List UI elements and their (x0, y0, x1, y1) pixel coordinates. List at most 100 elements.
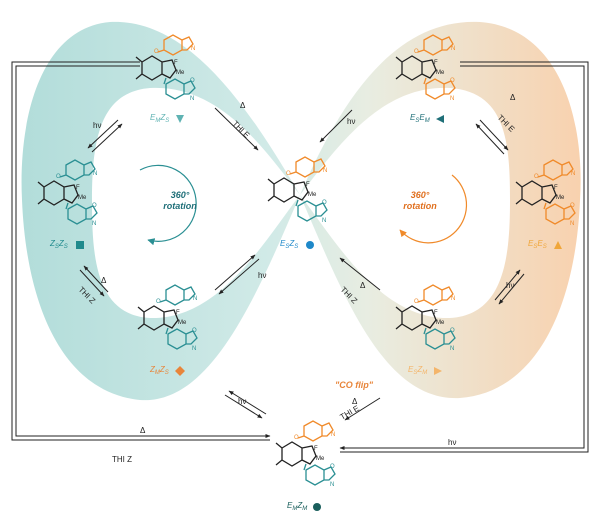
upper-oxindole (537, 159, 574, 181)
cond-hv-3: hν (258, 271, 266, 280)
atom-label: N (190, 96, 194, 102)
rotation-left-label: rotation (163, 201, 197, 211)
isomer-marker (436, 115, 444, 123)
conditions: hν Δ THI E hν Δ THI E Δ THI Z hν Δ THI Z… (77, 93, 517, 464)
atom-label: O (92, 203, 97, 209)
isomer-label: ESZM (408, 365, 427, 376)
isomer-label: ESEM (410, 113, 430, 124)
indane-core (137, 305, 179, 331)
figure-eight-band (21, 21, 581, 401)
indane-core (395, 305, 437, 331)
lower-oxindole (65, 202, 98, 225)
atom-label: O (156, 299, 161, 305)
atom-label: Me (316, 456, 325, 462)
indane-core (37, 180, 79, 206)
atom-label: F (434, 60, 438, 66)
atom-label: N (193, 296, 197, 302)
atom-label: Me (436, 320, 445, 326)
cond-delta-2: Δ (510, 93, 516, 102)
atom-label: O (414, 49, 419, 55)
atom-label: N (331, 432, 335, 438)
atom-label: F (434, 310, 438, 316)
cond-delta-5: Δ (352, 397, 358, 406)
atom-label: N (450, 346, 454, 352)
atom-label: N (451, 46, 455, 52)
lower-oxindole (423, 327, 456, 350)
lower-oxindole (543, 202, 576, 225)
cond-thi-e-3: THI E (339, 404, 361, 422)
atom-label: O (294, 435, 299, 441)
atom-label: F (76, 185, 80, 191)
cond-hv-2: hν (347, 117, 355, 126)
cond-delta-4: Δ (360, 281, 366, 290)
atom-label: N (450, 96, 454, 102)
isomer-marker (175, 366, 185, 376)
atom-label: F (174, 60, 178, 66)
atom-label: N (93, 171, 97, 177)
upper-oxindole (157, 34, 194, 56)
lower-oxindole (423, 77, 456, 100)
atom-label: O (450, 328, 455, 334)
lower-oxindole (295, 199, 328, 222)
indane-core (275, 441, 317, 467)
cond-thi-z-3: THI Z (112, 455, 132, 464)
atom-label: O (414, 299, 419, 305)
atom-label: N (571, 171, 575, 177)
atom-label: Me (176, 70, 185, 76)
cond-hv-4: hν (506, 281, 514, 290)
atom-label: Me (556, 195, 565, 201)
atom-label: N (330, 482, 334, 488)
isomer-label: ZMZS (149, 365, 169, 376)
isomer-label: ESZS (280, 239, 298, 250)
atom-label: O (534, 174, 539, 180)
atom-label: N (322, 218, 326, 224)
isomer-label: EMZM (287, 501, 307, 512)
cond-hv-5: hν (238, 397, 246, 406)
atom-label: F (306, 182, 310, 188)
co-flip-label: "CO flip" (335, 380, 374, 390)
atom-label: O (322, 200, 327, 206)
outer-frame (11, 61, 589, 453)
lower-oxindole (303, 463, 336, 486)
upper-oxindole (159, 284, 196, 306)
atom-label: O (450, 78, 455, 84)
atom-label: O (56, 174, 61, 180)
atom-label: N (191, 46, 195, 52)
cond-delta-1: Δ (240, 101, 246, 110)
cond-hv-1: hν (93, 121, 101, 130)
upper-oxindole (417, 34, 454, 56)
indane-core (395, 55, 437, 81)
atom-label: N (323, 168, 327, 174)
isomer-marker (176, 115, 184, 123)
lower-oxindole (165, 327, 198, 350)
atom-label: O (192, 328, 197, 334)
rotation-left: 360° rotation (139, 164, 197, 246)
indane-core (267, 177, 309, 203)
isomer-label: ZSZS (49, 239, 68, 250)
atom-label: Me (436, 70, 445, 76)
isomer-marker (434, 367, 442, 375)
atom-label: O (286, 171, 291, 177)
atom-label: F (554, 185, 558, 191)
upper-oxindole (417, 284, 454, 306)
reaction-arrows (79, 107, 525, 421)
atom-label: O (330, 464, 335, 470)
upper-oxindole (297, 420, 334, 442)
isomer-label: EMZS (150, 113, 169, 124)
isomer-marker (306, 241, 314, 249)
upper-oxindole (289, 156, 326, 178)
rotation-right-label: rotation (403, 201, 437, 211)
indane-core (515, 180, 557, 206)
cond-delta-3: Δ (101, 276, 107, 285)
cond-delta-6: Δ (140, 426, 146, 435)
atom-label: N (92, 221, 96, 227)
